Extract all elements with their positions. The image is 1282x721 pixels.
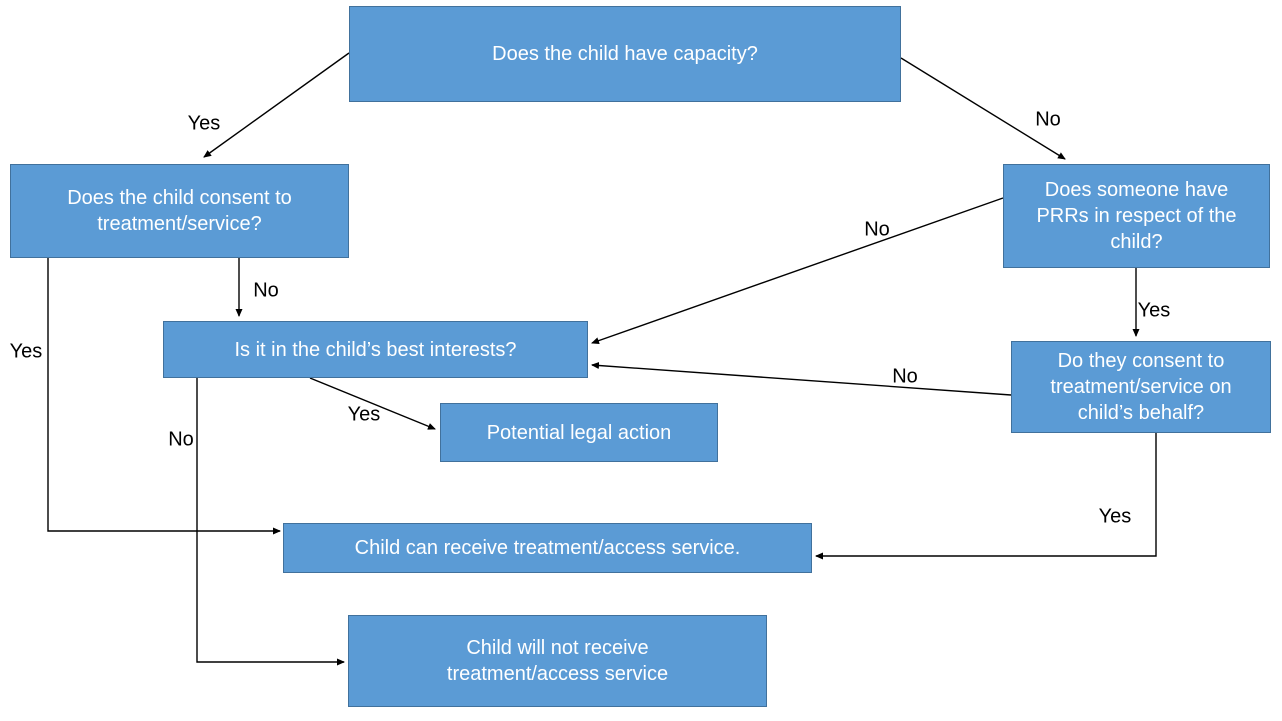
node-child-consent-label: Does the child consent to treatment/serv… <box>67 187 292 235</box>
edge-capacity-yes-to-child-consent <box>203 52 350 158</box>
node-legal-action-label: Potential legal action <box>486 421 672 444</box>
node-can-receive-label: Child can receive treatment/access servi… <box>354 537 741 559</box>
node-capacity: Does the child have capacity? <box>349 6 901 102</box>
edge-they-consent-yes-to-can-receive <box>815 433 1157 560</box>
edge-best-interests-yes-to-legal-action <box>309 377 436 430</box>
edge-child-consent-yes-to-can-receive <box>47 258 281 535</box>
node-they-consent-label: Do they consent to treatment/service on … <box>1050 350 1232 424</box>
edge-label-prrs-yes: Yes <box>1137 299 1171 322</box>
edge-label-capacity-yes: Yes <box>187 112 221 135</box>
edge-label-they-consent-no: No <box>892 365 918 388</box>
node-capacity-label: Does the child have capacity? <box>492 43 758 65</box>
node-prrs: Does someone have PRRs in respect of the… <box>1003 164 1270 268</box>
edge-label-best-interests-yes: Yes <box>347 403 381 426</box>
node-they-consent: Do they consent to treatment/service on … <box>1011 341 1271 433</box>
edge-label-they-consent-yes: Yes <box>1098 505 1132 528</box>
node-child-consent: Does the child consent to treatment/serv… <box>10 164 349 258</box>
node-not-receive: Child will not receive treatment/access … <box>348 615 767 707</box>
node-best-interests-label: Is it in the child’s best interests? <box>234 338 517 361</box>
edge-label-best-interests-no: No <box>168 428 194 451</box>
edge-prrs-no-to-best-interests <box>591 197 1004 344</box>
node-best-interests: Is it in the child’s best interests? <box>163 321 588 378</box>
node-not-receive-label: Child will not receive treatment/access … <box>446 637 669 685</box>
edge-label-prrs-no: No <box>864 218 890 241</box>
edge-capacity-no-to-prrs <box>900 57 1066 160</box>
node-prrs-label: Does someone have PRRs in respect of the… <box>1036 179 1237 253</box>
edge-best-interests-no-to-not-receive <box>196 378 345 666</box>
edge-label-child-consent-yes: Yes <box>9 340 43 363</box>
edge-label-capacity-no: No <box>1035 108 1061 131</box>
node-can-receive: Child can receive treatment/access servi… <box>283 523 812 573</box>
node-legal-action: Potential legal action <box>440 403 718 462</box>
edge-they-consent-no-to-best-interests <box>591 362 1012 396</box>
edge-label-child-consent-no: No <box>253 279 279 302</box>
